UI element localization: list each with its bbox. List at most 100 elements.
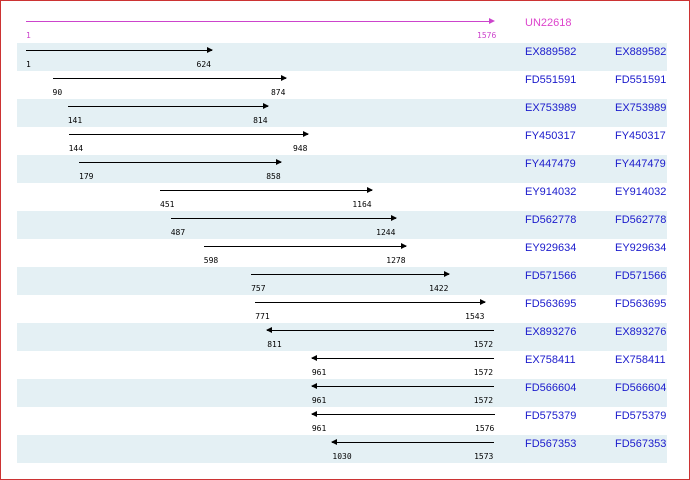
alignment-row-ex893276: 811 1572 EX893276 EX893276 <box>17 323 667 351</box>
arrow-right-icon <box>391 215 398 221</box>
alignment-end: 1543 <box>465 312 485 321</box>
alignment-end: 858 <box>266 172 281 181</box>
sequence-link-secondary[interactable]: FD563695 <box>615 298 667 310</box>
sequence-link-secondary[interactable]: FD562778 <box>615 214 667 226</box>
sequence-link[interactable]: FD567353 <box>525 438 577 450</box>
alignment-line <box>251 274 450 275</box>
alignment-start: 141 <box>67 116 83 125</box>
alignment-start: 811 <box>267 340 282 349</box>
alignment-line <box>26 50 212 51</box>
reference-start: 1 <box>26 31 31 40</box>
alignment-row-fd562778: 487 1244 FD562778 FD562778 <box>17 211 667 239</box>
alignment-end: 814 <box>253 116 268 125</box>
sequence-link-secondary[interactable]: EX889582 <box>615 46 667 58</box>
alignment-row-ey914032: 451 1164 EY914032 EY914032 <box>17 183 667 211</box>
alignment-row-fd563695: 771 1543 FD563695 FD563695 <box>17 295 667 323</box>
sequence-link[interactable]: FY450317 <box>525 130 576 142</box>
sequence-link-secondary[interactable]: EY929634 <box>615 242 667 254</box>
sequence-link[interactable]: EY929634 <box>525 242 577 254</box>
alignment-row-fd566604: 961 1572 FD566604 FD566604 <box>17 379 667 407</box>
arrow-left-icon <box>310 383 317 389</box>
alignment-start: 487 <box>170 228 186 237</box>
sequence-link[interactable]: EX753989 <box>525 102 577 114</box>
sequence-link[interactable]: FY447479 <box>525 158 576 170</box>
sequence-link-secondary[interactable]: EX753989 <box>615 102 667 114</box>
alignment-row-fd571566: 757 1422 FD571566 FD571566 <box>17 267 667 295</box>
sequence-link[interactable]: FD566604 <box>525 382 577 394</box>
sequence-link-secondary[interactable]: FD575379 <box>615 410 667 422</box>
alignment-end: 1572 <box>473 368 494 377</box>
alignment-row-ey929634: 598 1278 EY929634 EY929634 <box>17 239 667 267</box>
sequence-link-secondary[interactable]: FD567353 <box>615 438 667 450</box>
alignment-start: 961 <box>311 368 327 377</box>
sequence-link-secondary[interactable]: EX758411 <box>615 354 666 366</box>
arrow-left-icon <box>310 355 317 361</box>
sequence-link[interactable]: FD562778 <box>525 214 577 226</box>
sequence-link-secondary[interactable]: FY450317 <box>615 130 666 142</box>
arrow-right-icon <box>444 271 451 277</box>
alignment-line <box>79 162 282 163</box>
alignment-row-fd567353: 1030 1573 FD567353 FD567353 <box>17 435 667 463</box>
reference-arrow-icon <box>489 18 495 24</box>
reference-link[interactable]: UN22618 <box>525 17 572 29</box>
alignment-start: 90 <box>52 88 63 97</box>
alignment-line <box>68 134 308 135</box>
alignment-end: 1573 <box>474 452 494 461</box>
alignment-end: 948 <box>292 144 308 153</box>
alignment-row-ex753989: 141 814 EX753989 EX753989 <box>17 99 667 127</box>
sequence-link-secondary[interactable]: FY447479 <box>615 158 666 170</box>
reference-end: 1576 <box>477 31 497 40</box>
sequence-link-secondary[interactable]: EY914032 <box>615 186 667 198</box>
alignment-start: 961 <box>311 424 327 433</box>
alignment-end: 1572 <box>473 396 494 405</box>
alignment-line <box>67 106 269 107</box>
arrow-right-icon <box>480 299 487 305</box>
arrow-right-icon <box>206 47 213 53</box>
alignment-start: 757 <box>251 284 266 293</box>
alignment-line <box>203 246 407 247</box>
alignment-end: 1422 <box>429 284 449 293</box>
sequence-link[interactable]: EX889582 <box>525 46 577 58</box>
arrow-right-icon <box>302 131 309 137</box>
arrow-right-icon <box>401 243 408 249</box>
reference-line <box>26 21 491 22</box>
alignment-line <box>170 218 397 219</box>
alignment-line <box>160 190 373 191</box>
alignment-start: 144 <box>68 144 84 153</box>
sequence-link[interactable]: FD563695 <box>525 298 577 310</box>
sequence-link[interactable]: EY914032 <box>525 186 577 198</box>
sequence-link[interactable]: EX893276 <box>525 326 577 338</box>
sequence-link-secondary[interactable]: FD566604 <box>615 382 667 394</box>
sequence-link-secondary[interactable]: EX893276 <box>615 326 667 338</box>
sequence-link-secondary[interactable]: FD571566 <box>615 270 667 282</box>
sequence-link[interactable]: FD551591 <box>525 74 577 86</box>
sequence-link-secondary[interactable]: FD551591 <box>615 74 667 86</box>
alignment-end: 874 <box>270 88 286 97</box>
alignment-end: 1278 <box>386 256 406 265</box>
alignment-line <box>267 330 494 331</box>
alignment-end: 1244 <box>376 228 396 237</box>
alignment-row-fd575379: 961 1576 FD575379 FD575379 <box>17 407 667 435</box>
alignment-start: 961 <box>311 396 327 405</box>
arrow-left-icon <box>310 411 317 417</box>
arrow-left-icon <box>266 327 273 333</box>
alignment-line <box>311 386 494 387</box>
arrow-left-icon <box>331 439 338 445</box>
alignment-row-ex889582: 1 624 EX889582 EX889582 <box>17 43 667 71</box>
alignment-start: 1030 <box>332 452 352 461</box>
alignment-end: 624 <box>196 60 211 69</box>
alignment-row-ex758411: 961 1572 EX758411 EX758411 <box>17 351 667 379</box>
alignment-start: 771 <box>255 312 270 321</box>
alignment-line <box>52 78 286 79</box>
alignment-start: 179 <box>79 172 94 181</box>
alignment-line <box>332 442 495 443</box>
arrow-right-icon <box>263 103 270 109</box>
sequence-link[interactable]: FD575379 <box>525 410 577 422</box>
reference-row: 1 1576 UN22618 <box>17 9 667 41</box>
alignment-end: 1572 <box>473 340 494 349</box>
arrow-right-icon <box>367 187 374 193</box>
sequence-link[interactable]: EX758411 <box>525 354 576 366</box>
alignment-start: 451 <box>160 200 175 209</box>
sequence-link[interactable]: FD571566 <box>525 270 577 282</box>
